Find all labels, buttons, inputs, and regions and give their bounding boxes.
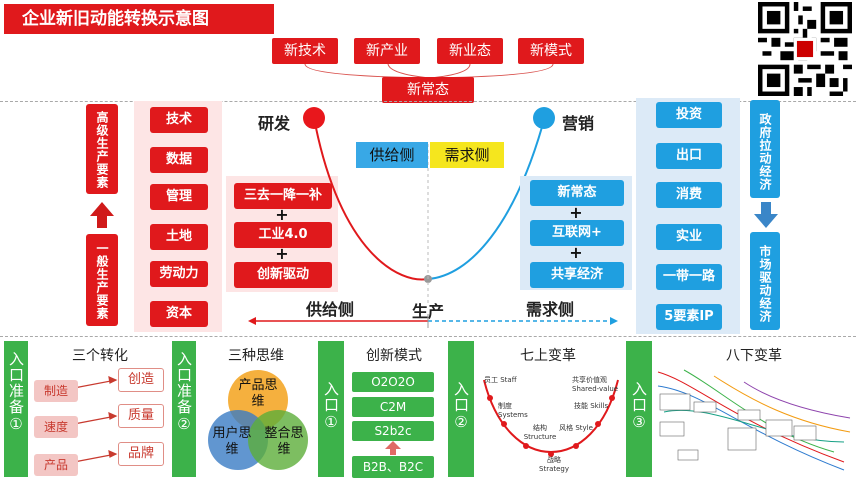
top-box-new-industry: 新产业 (354, 38, 420, 64)
demand-internet-plus: 互联网+ (530, 220, 624, 246)
axis-production-label: 生产 (412, 302, 445, 321)
plus-sign: + (569, 243, 583, 262)
arrow-up-icon (90, 202, 114, 228)
tag-supply-side: 供给侧 (356, 142, 428, 168)
top-box-new-tech: 新技术 (272, 38, 338, 64)
smile-curve (303, 107, 555, 304)
axis-supply-label: 供给侧 (306, 300, 355, 319)
factor-investment: 投资 (656, 102, 722, 128)
venn-integration-thinking: 整合思维 (264, 426, 304, 457)
section-title-three-transform: 三个转化 (72, 348, 128, 364)
top-box-new-mode: 新模式 (518, 38, 584, 64)
point-skills: 技能 Skills (574, 402, 609, 410)
left-factor-panel (134, 101, 222, 332)
eight-down-network (657, 369, 851, 471)
plus-sign: + (569, 203, 583, 222)
page-title: 企业新旧动能转换示意图 (4, 4, 274, 34)
top-divider (0, 101, 856, 102)
right-vertical-gov: 政府拉动经济 (750, 100, 780, 198)
mode-o2o2o: O2O2O (352, 372, 434, 392)
transform-arrows (73, 376, 118, 463)
factor-labor: 劳动力 (150, 261, 208, 287)
section-title-eight-down: 八下变革 (726, 348, 782, 364)
factor-export: 出口 (656, 143, 722, 169)
arrow-up-icon (385, 441, 401, 455)
policy-three-cut: 三去一降一补 (234, 183, 332, 209)
point-structure: 结构 Structure (523, 424, 557, 441)
venn-user-thinking: 用户思维 (212, 426, 252, 457)
policy-innovation: 创新驱动 (234, 262, 332, 288)
tag-demand-side: 需求侧 (430, 142, 504, 168)
transform-to-brand: 品牌 (118, 442, 164, 466)
plus-sign: + (275, 244, 289, 263)
entry-2: 入口② (448, 341, 474, 477)
transform-from-product: 产品 (34, 454, 78, 476)
mode-s2b2c: S2b2c (352, 421, 434, 441)
seven-up-curve (483, 379, 619, 457)
factor-real-economy: 实业 (656, 224, 722, 250)
venn-product-thinking: 产品思维 (238, 378, 278, 409)
entry-1: 入口① (318, 341, 344, 477)
plus-sign: + (275, 205, 289, 224)
entry-prep-1: 入口准备① (4, 341, 28, 477)
factor-capital: 资本 (150, 301, 208, 327)
factor-5-ip: 5要素IP (656, 304, 722, 330)
venn-diagram (208, 370, 308, 470)
section-title-three-thinking: 三种思维 (228, 348, 284, 364)
axis-demand-label: 需求侧 (526, 300, 575, 319)
qr-code-icon (758, 2, 852, 96)
entry-3: 入口③ (626, 341, 652, 477)
mode-c2m: C2M (352, 397, 434, 417)
axis-arrows (248, 314, 618, 328)
right-factor-panel (636, 98, 740, 334)
demand-new-normal: 新常态 (530, 180, 624, 206)
factor-consumption: 消费 (656, 182, 722, 208)
label-marketing: 营销 (562, 114, 595, 133)
point-strategy: 战略 Strategy (539, 456, 569, 473)
demand-sharing-economy: 共享经济 (530, 262, 624, 288)
bottom-divider (0, 336, 856, 337)
mode-b2b-b2c: B2B、B2C (352, 456, 434, 478)
point-staff: 员工 Staff (484, 376, 517, 384)
top-box-new-format: 新业态 (437, 38, 503, 64)
transform-from-speed: 速度 (34, 416, 78, 438)
factor-belt-road: 一带一路 (656, 264, 722, 290)
point-shared-value: 共享价值观 Shared-value (572, 376, 619, 393)
section-title-seven-up: 七上变革 (520, 348, 576, 364)
top-connector-lines (304, 63, 554, 79)
point-systems: 制度 Systems (498, 402, 528, 419)
transform-to-creation: 创造 (118, 368, 164, 392)
arrow-down-icon (754, 202, 778, 228)
factor-management: 管理 (150, 184, 208, 210)
section-title-innovation-mode: 创新模式 (366, 348, 422, 364)
factor-technology: 技术 (150, 107, 208, 133)
policy-industry-4: 工业4.0 (234, 222, 332, 248)
transform-from-manufacturing: 制造 (34, 380, 78, 402)
left-vertical-high: 高级生产要素 (86, 104, 118, 194)
right-vertical-market: 市场驱动经济 (750, 232, 780, 330)
point-style: 风格 Style (559, 424, 593, 432)
top-box-new-normal: 新常态 (382, 77, 474, 103)
left-vertical-low: 一般生产要素 (86, 234, 118, 326)
factor-data: 数据 (150, 147, 208, 173)
factor-land: 土地 (150, 224, 208, 250)
label-rnd: 研发 (258, 114, 291, 133)
entry-prep-2: 入口准备② (172, 341, 196, 477)
transform-to-quality: 质量 (118, 404, 164, 428)
